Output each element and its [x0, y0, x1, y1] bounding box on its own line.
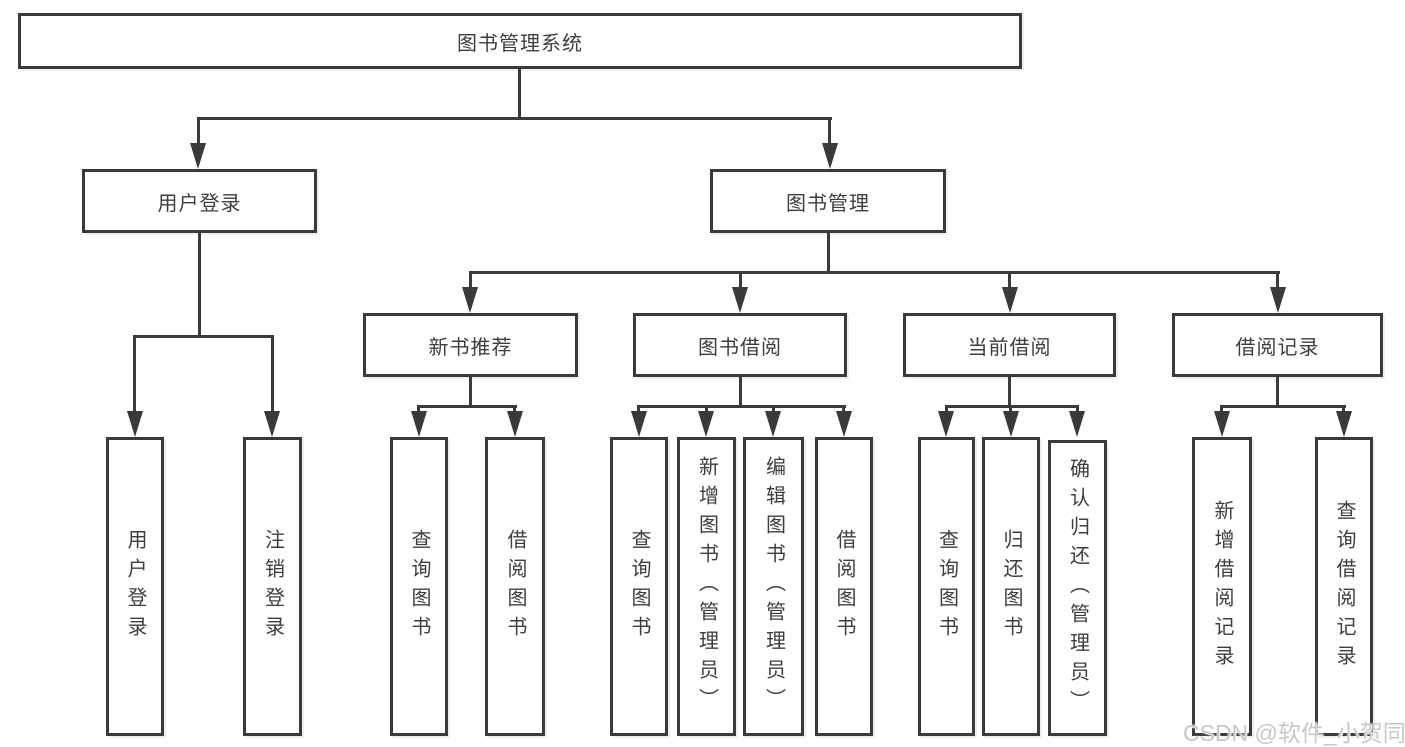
connector-stem [827, 233, 830, 274]
connector-root-stem [518, 68, 521, 119]
arrow-down-icon [190, 143, 206, 169]
node-label: 当前借阅 [967, 336, 1052, 359]
arrow-down-icon [127, 411, 143, 437]
arrow-down-icon [462, 287, 478, 313]
leaf-edit-book-admin: 编辑图书（管理员） [743, 437, 804, 736]
leaf-add-borrow-record: 新增借阅记录 [1192, 437, 1252, 736]
leaf-label: 注销登录 [261, 528, 284, 645]
connector-rail [945, 405, 1079, 408]
node-user-login: 用户登录 [82, 169, 317, 233]
arrow-down-icon [938, 411, 954, 437]
leaf-confirm-return-admin: 确认归还（管理员） [1048, 440, 1107, 736]
arrow-down-icon [411, 411, 427, 437]
leaf-logout: 注销登录 [243, 437, 302, 736]
connector-stem [828, 118, 831, 147]
arrow-down-icon [631, 411, 647, 437]
arrow-down-icon [1002, 287, 1018, 313]
node-label: 图书管理 [786, 192, 870, 215]
connector-stem [469, 272, 472, 290]
arrow-down-icon [264, 411, 280, 437]
csdn-watermark: CSDN @软件_小贺同学 [1183, 720, 1405, 746]
node-library-management-system: 图书管理系统 [18, 13, 1022, 69]
leaf-query-books-recommend: 查询图书 [390, 437, 448, 736]
connector-stem [945, 406, 948, 415]
node-borrowing-records: 借阅记录 [1172, 313, 1383, 377]
leaf-label: 借阅图书 [504, 528, 526, 645]
arrow-down-icon [698, 411, 714, 437]
connector-stem [513, 406, 516, 415]
arrow-down-icon [1003, 411, 1019, 437]
leaf-borrow-books-borrowing: 借阅图书 [815, 437, 873, 736]
leaf-label: 查询图书 [408, 528, 430, 645]
connector-level3-rail [469, 271, 1280, 274]
connector-stem [1220, 406, 1223, 415]
arrow-down-icon [822, 143, 838, 169]
connector-stem [637, 406, 640, 415]
arrow-down-icon [1336, 411, 1352, 437]
connector-stem [469, 377, 472, 408]
connector-stem [271, 336, 274, 415]
leaf-label: 用户登录 [124, 528, 146, 645]
arrow-down-icon [507, 411, 523, 437]
connector-rail [637, 405, 846, 408]
leaf-borrow-books-recommend: 借阅图书 [485, 437, 545, 736]
arrow-down-icon [1069, 411, 1085, 437]
connector-rail [1220, 405, 1346, 408]
leaf-label: 查询借阅记录 [1333, 499, 1355, 674]
connector-rail [133, 335, 274, 338]
arrow-down-icon [732, 287, 748, 313]
connector-rail [417, 405, 517, 408]
leaf-query-books-current: 查询图书 [918, 437, 975, 736]
arrow-down-icon [1270, 287, 1286, 313]
leaf-label: 编辑图书（管理员） [762, 456, 785, 717]
connector-stem [842, 406, 845, 415]
leaf-add-book-admin: 新增图书（管理员） [677, 437, 736, 736]
node-current-borrowing: 当前借阅 [903, 313, 1116, 377]
leaf-label: 归还图书 [1000, 528, 1022, 645]
node-new-book-recommendation: 新书推荐 [363, 313, 578, 377]
connector-stem [1276, 272, 1279, 290]
connector-stem [1009, 406, 1012, 415]
node-label: 图书借阅 [698, 336, 782, 359]
node-label: 新书推荐 [428, 336, 513, 359]
connector-stem [1008, 377, 1011, 408]
node-label: 图书管理系统 [457, 32, 583, 55]
leaf-label: 新增图书（管理员） [695, 456, 718, 717]
leaf-query-borrow-record: 查询借阅记录 [1315, 437, 1373, 736]
connector-stem [198, 233, 201, 338]
connector-stem [417, 406, 420, 415]
leaf-user-login: 用户登录 [106, 437, 164, 736]
connector-stem [133, 336, 136, 415]
connector-stem [705, 406, 708, 415]
leaf-label: 查询图书 [935, 528, 958, 645]
arrow-down-icon [1214, 411, 1230, 437]
connector-stem [1076, 406, 1079, 415]
arrow-down-icon [836, 411, 852, 437]
connector-stem [739, 272, 742, 290]
node-label: 用户登录 [157, 192, 242, 215]
connector-level2-rail [197, 117, 832, 120]
connector-stem [1276, 377, 1279, 408]
leaf-label: 确认归还（管理员） [1066, 457, 1089, 719]
leaf-label: 借阅图书 [833, 528, 855, 645]
arrow-down-icon [765, 411, 781, 437]
connector-stem [739, 377, 742, 408]
leaf-return-books: 归还图书 [982, 437, 1040, 736]
node-book-management: 图书管理 [710, 169, 946, 233]
node-label: 借阅记录 [1235, 336, 1320, 359]
connector-stem [1342, 406, 1345, 415]
connector-stem [772, 406, 775, 415]
leaf-label: 新增借阅记录 [1211, 499, 1233, 674]
node-book-borrowing: 图书借阅 [633, 313, 847, 377]
connector-stem [197, 118, 200, 147]
leaf-query-books-borrowing: 查询图书 [610, 437, 668, 736]
connector-stem [1008, 272, 1011, 290]
leaf-label: 查询图书 [628, 528, 650, 645]
